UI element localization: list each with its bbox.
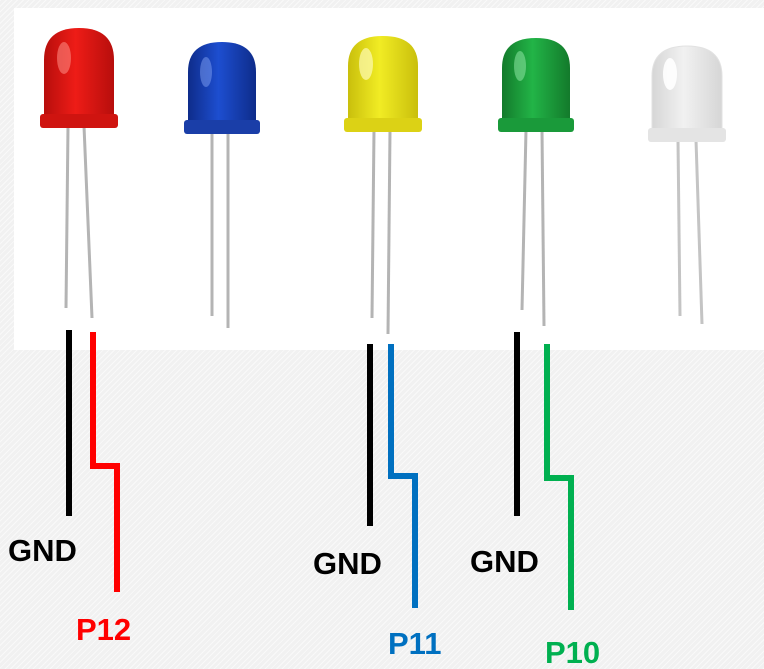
led-yellow-dome: [348, 36, 418, 124]
led-green-cathode-leg: [520, 129, 528, 311]
led-white-dome: [651, 45, 723, 135]
gnd-label: GND: [8, 533, 77, 568]
led-white-cathode-leg: [676, 139, 682, 317]
led-red: [40, 28, 118, 319]
led-green-highlight: [514, 51, 526, 81]
led-white-anode-leg: [694, 139, 704, 325]
led-red-rim: [40, 114, 118, 128]
led-green-rim: [498, 118, 574, 132]
pin-p11-wire: [388, 344, 418, 608]
gnd-label: GND: [313, 546, 382, 581]
led-yellow-highlight: [359, 48, 373, 80]
led-red-highlight: [57, 42, 71, 74]
led-white-highlight: [663, 58, 677, 90]
pin-p12-wire: [90, 332, 120, 592]
wiring-green-led: GND P10: [470, 332, 600, 669]
led-green: [498, 38, 574, 327]
led-red-dome: [44, 28, 114, 120]
led-yellow-anode-leg: [386, 129, 392, 335]
pin-p12-label: P12: [76, 612, 131, 647]
led-blue-highlight: [200, 57, 212, 87]
wiring-yellow-led: GND P11: [313, 344, 441, 661]
led-green-dome: [502, 38, 570, 124]
led-white-rim: [648, 128, 726, 142]
pin-p11-label: P11: [388, 626, 441, 661]
pin-p10-wire: [544, 344, 574, 610]
led-red-cathode-leg: [64, 125, 70, 309]
led-red-anode-leg: [82, 125, 94, 319]
led-yellow: [344, 36, 422, 335]
led-green-anode-leg: [540, 129, 546, 327]
wiring-red-led: GND P12: [8, 330, 131, 647]
pin-p10-label: P10: [545, 635, 600, 669]
led-blue-rim: [184, 120, 260, 134]
gnd-label: GND: [470, 544, 539, 579]
led-blue-dome: [188, 42, 256, 126]
led-white: [648, 45, 726, 325]
led-yellow-cathode-leg: [370, 129, 376, 319]
led-yellow-rim: [344, 118, 422, 132]
led-blue: [184, 42, 260, 328]
